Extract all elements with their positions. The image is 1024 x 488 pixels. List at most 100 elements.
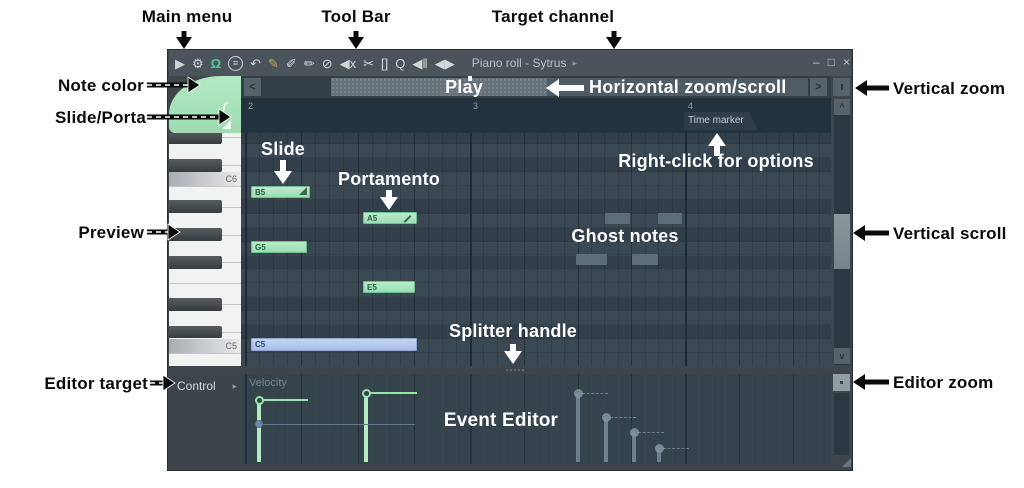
ghost-note [632, 254, 658, 265]
paint-tool-icon[interactable]: ✐ [285, 55, 297, 71]
horizontal-zoom-grip[interactable] [547, 78, 808, 96]
target-channel-icon[interactable]: ◀▶ [434, 55, 455, 71]
horizontal-scroll-thumb[interactable] [331, 78, 547, 96]
note-pitch-label: A5 [367, 214, 378, 223]
editor-target-arrow-icon[interactable]: ▸ [232, 381, 237, 391]
velocity-stem-ghost[interactable] [632, 432, 636, 462]
note-value-line [261, 424, 415, 425]
piano-roll-toolbar: ▶ ⚙ Ω ≡ ↶ ✎ ✐ ✏ ⊘ ◀x ✂ [] Q ◀‖ ◀▶ Piano roll - Sytrus ▸ [169, 50, 851, 76]
porta-triangle-icon[interactable] [222, 120, 231, 129]
label-vertical-zoom: Vertical zoom [893, 79, 1006, 98]
zoom-tool-icon[interactable]: Q [395, 55, 406, 71]
editor-zoom-arrow [853, 374, 889, 390]
velocity-handle-blue[interactable] [255, 420, 263, 428]
velocity-stem-ghost[interactable] [604, 417, 608, 462]
maximize-button[interactable]: □ [827, 55, 835, 69]
main-menu-arrow [176, 31, 192, 49]
title-arrow-icon[interactable]: ▸ [572, 57, 577, 68]
label-editor-target: Editor target [44, 374, 148, 393]
label-horizontal-zoom: Horizontal zoom/scroll [589, 77, 787, 97]
pencil-tool-icon[interactable]: ✎ [268, 55, 279, 71]
playhead-marker[interactable] [468, 76, 472, 81]
piano-key-black[interactable] [169, 325, 222, 339]
label-editor-zoom: Editor zoom [893, 373, 994, 392]
label-preview: Preview [78, 223, 144, 242]
wrench-icon[interactable]: ⚙ [192, 55, 204, 71]
scroll-up-button[interactable]: ^ [834, 99, 850, 115]
velocity-stem[interactable] [257, 400, 261, 462]
delete-tool-icon[interactable]: ⊘ [321, 55, 333, 71]
piano-key-black[interactable] [169, 297, 222, 311]
note-b5-slide[interactable]: B5 [251, 186, 310, 198]
splitter-bar[interactable] [169, 366, 851, 374]
main-menu-icon[interactable]: ▶ [175, 55, 185, 71]
scroll-right-button[interactable]: > [810, 78, 827, 96]
piano-key-black[interactable] [169, 228, 222, 242]
editor-scroll-track[interactable] [834, 393, 849, 455]
minimize-button[interactable]: – [813, 55, 820, 69]
scroll-left-button[interactable]: < [244, 78, 261, 96]
horizontal-scrollbar[interactable]: < > [241, 76, 831, 98]
label-play: Play [445, 77, 483, 97]
editor-target-selector[interactable]: Control [177, 379, 216, 393]
velocity-handle-ghost [629, 428, 639, 437]
vertical-scroll-arrow [853, 225, 889, 241]
undo-icon[interactable]: ↶ [250, 55, 261, 71]
tool-bar-arrow [348, 31, 364, 49]
note-a5-portamento[interactable]: A5 [363, 212, 417, 224]
velocity-handle-ghost [601, 413, 611, 422]
window-controls: – □ × [796, 52, 850, 72]
velocity-stem-ghost[interactable] [657, 448, 661, 462]
velocity-stem[interactable] [364, 393, 368, 462]
slice-tool-icon[interactable]: ✂ [363, 55, 375, 71]
velocity-handle-ghost [573, 389, 583, 398]
velocity-handle[interactable] [361, 388, 371, 398]
editor-zoom-button[interactable] [833, 374, 850, 391]
scroll-down-button[interactable]: v [834, 348, 850, 364]
label-right-click: Right-click for options [618, 151, 814, 171]
note-c5[interactable]: C5 [251, 338, 417, 351]
label-splitter: Splitter handle [448, 321, 578, 341]
label-slide-porta: Slide/Porta [54, 108, 146, 127]
vertical-scroll-column: ^ v [831, 98, 852, 366]
ghost-note [576, 254, 607, 265]
paint-drum-icon[interactable]: ✏ [303, 55, 315, 71]
vertical-zoom-arrow [855, 80, 889, 96]
window-title: Piano roll - Sytrus [471, 56, 567, 70]
vertical-scroll-thumb[interactable] [834, 214, 850, 269]
menu-circle-icon[interactable]: ≡ [228, 55, 244, 71]
note-color-selector[interactable] [169, 76, 241, 133]
window-resize-handle[interactable] [842, 458, 851, 467]
label-main-menu: Main menu [141, 7, 233, 26]
piano-key-c[interactable]: C6 [169, 172, 241, 186]
label-ghost-notes: Ghost notes [571, 226, 679, 246]
label-slide: Slide [260, 139, 306, 159]
ghost-note [605, 213, 630, 224]
mute-tool-icon[interactable]: ◀x [339, 55, 357, 71]
velocity-handle[interactable] [254, 395, 264, 405]
piano-key-black[interactable] [169, 158, 222, 172]
event-editor-grid[interactable]: Velocity [241, 374, 831, 464]
velocity-stem-ghost[interactable] [576, 393, 580, 462]
piano-key-black[interactable] [169, 133, 222, 144]
magnet-snap-icon[interactable]: Ω [210, 55, 222, 71]
note-e5[interactable]: E5 [363, 281, 415, 293]
piano-key-c[interactable]: C5 [169, 338, 241, 353]
slide-curve-icon [219, 102, 229, 114]
bar-number: 2 [248, 101, 254, 111]
time-marker-tab[interactable]: Time marker [684, 112, 758, 130]
portamento-icon [403, 215, 412, 223]
splitter-handle[interactable] [505, 369, 525, 371]
note-g5[interactable]: G5 [251, 241, 307, 253]
bar-number: 4 [688, 101, 694, 111]
close-button[interactable]: × [842, 55, 850, 69]
vertical-zoom-button[interactable] [833, 78, 850, 96]
playback-tool-icon[interactable]: ◀‖ [412, 55, 428, 71]
label-event-editor: Event Editor [443, 410, 559, 431]
select-tool-icon[interactable]: [] [381, 55, 389, 71]
piano-key-black[interactable] [169, 256, 222, 269]
piano-key-black[interactable] [169, 200, 222, 214]
target-channel-selector[interactable]: Piano roll - Sytrus ▸ [472, 56, 577, 70]
